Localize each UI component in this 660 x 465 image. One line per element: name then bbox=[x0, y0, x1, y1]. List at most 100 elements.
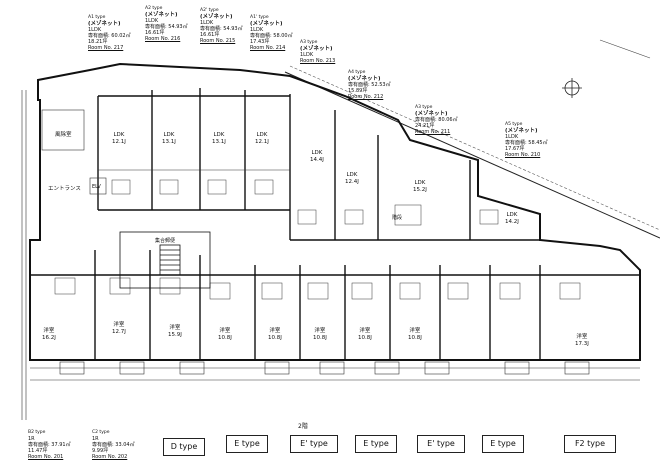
unit-tsubo: 17.43坪 bbox=[250, 39, 270, 45]
entrance-area bbox=[21, 90, 107, 420]
stair-label: 集合郵便 bbox=[155, 238, 176, 244]
unit-kind: (メゾネット) bbox=[145, 12, 178, 18]
room-name: 洋室 bbox=[113, 322, 125, 328]
unit-tsubo: 17.67坪 bbox=[505, 146, 525, 152]
type-box-e: E type bbox=[226, 435, 268, 453]
upper-unit-details bbox=[98, 169, 499, 226]
unit-area: 専有面積: 60.02㎡ bbox=[88, 33, 131, 39]
unit-kind: (メゾネット) bbox=[200, 14, 233, 20]
room-number: Room No. 216 bbox=[145, 36, 181, 42]
room-number: Room No. 211 bbox=[415, 129, 451, 135]
unit-layout: 1LDK bbox=[300, 52, 314, 58]
room-size: 14.2J bbox=[505, 219, 519, 225]
type-box-e: E type bbox=[482, 435, 524, 453]
unit-kind: (メゾネット) bbox=[415, 111, 448, 117]
room-number: Room No. 214 bbox=[250, 45, 286, 51]
room-name: LDK bbox=[113, 132, 125, 138]
north-arrow-icon bbox=[562, 78, 582, 98]
lower-unit-walls bbox=[30, 250, 640, 360]
unit-layout: 1LDK bbox=[145, 18, 159, 24]
unit-layout: 1LDK bbox=[200, 20, 214, 26]
road-boundary-line bbox=[284, 71, 660, 239]
unit-type: A4 type bbox=[348, 70, 366, 75]
unit-area: 専有面積: 54.93㎡ bbox=[200, 26, 243, 32]
unit-label-201: B2 type 1R 専有面積: 37.91㎡ 11.47坪 Room No. … bbox=[28, 430, 71, 460]
stair-core bbox=[119, 231, 211, 289]
room-number: Room No. 202 bbox=[92, 454, 128, 460]
room-name: 洋室 bbox=[409, 328, 421, 334]
room-name: LDK bbox=[163, 132, 175, 138]
room-name: 洋室 bbox=[269, 328, 281, 334]
unit-kind: (メゾネット) bbox=[505, 128, 538, 134]
unit-tsubo: 16.61坪 bbox=[200, 32, 220, 38]
unit-type: A3 type bbox=[415, 105, 433, 110]
room-size: 10.8J bbox=[268, 335, 282, 341]
site-line bbox=[599, 39, 651, 59]
unit-tsubo: 15.89坪 bbox=[348, 88, 368, 94]
unit-type: C2 type bbox=[92, 430, 110, 435]
unit-kind: (メゾネット) bbox=[348, 76, 381, 82]
room-size: 12.7J bbox=[112, 329, 126, 335]
unit-layout: 1LDK bbox=[505, 134, 519, 140]
type-box-e: E type bbox=[355, 435, 397, 453]
room-number: Room No. 212 bbox=[348, 94, 384, 100]
unit-label-211: A3 type (メゾネット) 専有面積: 80.06㎡ 24.21坪 Room… bbox=[415, 105, 458, 135]
room-size: 10.8J bbox=[218, 335, 232, 341]
unit-type: B2 type bbox=[28, 430, 46, 435]
room-name: LDK bbox=[414, 180, 426, 186]
room-number: Room No. 213 bbox=[300, 58, 336, 64]
unit-layout: 1R bbox=[28, 436, 35, 442]
unit-label-217: A1 type (メゾネット) 1LDK 専有面積: 60.02㎡ 18.21坪… bbox=[88, 15, 131, 51]
stair-label: 階段 bbox=[392, 215, 403, 221]
room-size: 15.2J bbox=[413, 187, 427, 193]
unit-label-215: A2' type (メゾネット) 1LDK 専有面積: 54.93㎡ 16.61… bbox=[200, 8, 243, 44]
room-name: 洋室 bbox=[169, 325, 181, 331]
room-number: Room No. 215 bbox=[200, 38, 236, 44]
room-size: 10.8J bbox=[358, 335, 372, 341]
type-box-d: D type bbox=[163, 438, 205, 456]
unit-label-216: A2 type (メゾネット) 1LDK 専有面積: 54.93㎡ 16.61坪… bbox=[145, 6, 188, 42]
unit-layout: 1LDK bbox=[250, 27, 264, 33]
room-name: LDK bbox=[213, 132, 225, 138]
type-box-e-prime: E' type bbox=[417, 435, 465, 453]
unit-label-210: A5 type (メゾネット) 1LDK 専有面積: 58.45㎡ 17.67坪… bbox=[505, 122, 548, 158]
unit-label-202: C2 type 1R 専有面積: 33.04㎡ 9.99坪 Room No. 2… bbox=[92, 430, 135, 460]
unit-area: 専有面積: 80.06㎡ bbox=[415, 117, 458, 123]
unit-kind: (メゾネット) bbox=[250, 21, 283, 27]
room-size: 14.4J bbox=[310, 157, 324, 163]
upper-unit-walls bbox=[97, 88, 540, 241]
unit-area: 専有面積: 58.45㎡ bbox=[505, 140, 548, 146]
unit-label-212: A4 type (メゾネット) 専有面積: 52.53㎡ 15.89坪 Room… bbox=[348, 70, 391, 100]
unit-area: 専有面積: 52.53㎡ bbox=[348, 82, 391, 88]
unit-label-213: A3 type (メゾネット) 1LDK Room No. 213 bbox=[300, 40, 335, 64]
room-name: LDK bbox=[346, 172, 358, 178]
balcony-rail bbox=[30, 361, 640, 381]
room-number: Room No. 210 bbox=[505, 152, 541, 158]
type-box-f2: F2 type bbox=[564, 435, 616, 453]
unit-layout: 1LDK bbox=[88, 27, 102, 33]
elevator-label: ELV bbox=[92, 184, 101, 190]
room-name: 洋室 bbox=[43, 328, 55, 334]
unit-area: 専有面積: 33.04㎡ bbox=[92, 442, 135, 448]
room-size: 15.9J bbox=[168, 332, 182, 338]
room-name: 洋室 bbox=[576, 334, 588, 340]
room-name: 洋室 bbox=[219, 328, 231, 334]
room-size: 16.2J bbox=[42, 335, 56, 341]
room-size: 13.1J bbox=[162, 139, 176, 145]
unit-tsubo: 24.21坪 bbox=[415, 123, 435, 129]
room-name: 洋室 bbox=[314, 328, 326, 334]
